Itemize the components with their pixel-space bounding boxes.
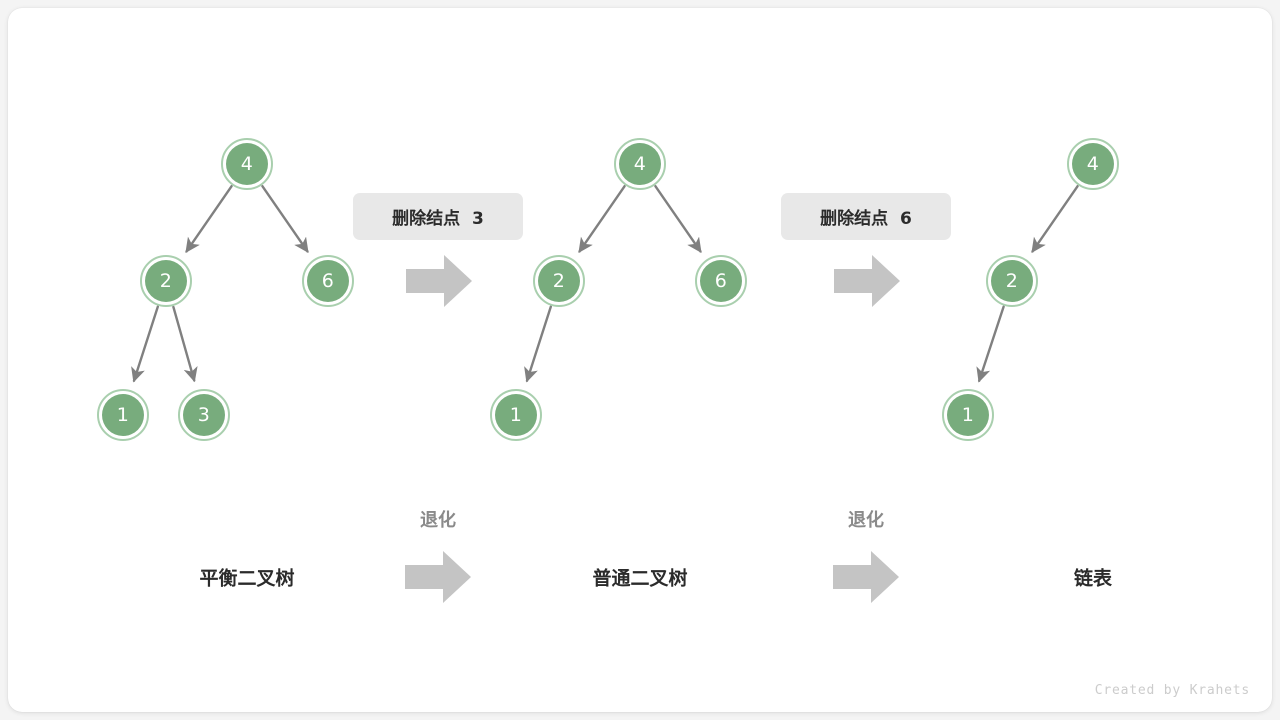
tree-node-linkedlist-2: 2 [986, 255, 1038, 307]
tree-edge-o4-to-o6 [654, 184, 702, 253]
tree-edge-b2-to-b3 [172, 305, 198, 383]
tree-node-disc: 3 [183, 394, 225, 436]
tree-edge-b4-to-b6 [261, 184, 309, 253]
tree-edge-o4-to-o2 [578, 184, 626, 253]
tree-node-disc: 2 [538, 260, 580, 302]
tree-node-value: 1 [961, 403, 975, 426]
tree-node-value: 1 [116, 403, 130, 426]
tree-edge-b4-to-b2 [185, 184, 233, 253]
degrade-1: 退化 [420, 510, 456, 531]
tree-node-disc: 6 [307, 260, 349, 302]
watermark: Created by Krahets [1094, 683, 1250, 698]
tree-node-value: 3 [197, 403, 211, 426]
tree-node-value: 6 [714, 269, 728, 292]
tree-node-disc: 2 [991, 260, 1033, 302]
tree-node-disc: 2 [145, 260, 187, 302]
degrade-2: 退化 [848, 510, 884, 531]
tree-edge-b2-to-b1 [131, 305, 160, 383]
tree-node-value: 1 [509, 403, 523, 426]
tree-node-balanced-4: 4 [221, 138, 273, 190]
tree-node-disc: 6 [700, 260, 742, 302]
tree-node-value: 4 [240, 152, 254, 175]
operation-label: 删除结点 6 [820, 209, 912, 229]
tree-node-ordinary-6: 6 [695, 255, 747, 307]
arrow-top-1 [406, 254, 472, 308]
tree-edge-l4-to-l2 [1031, 184, 1079, 253]
tree-edge-o2-to-o1 [524, 305, 552, 383]
tree-node-disc: 4 [226, 143, 268, 185]
tree-edge-l2-to-l1 [976, 305, 1005, 383]
tree-node-linkedlist-1: 1 [942, 389, 994, 441]
tree-node-value: 2 [1005, 269, 1019, 292]
arrow-bottom-2 [833, 550, 899, 604]
tree-node-balanced-6: 6 [302, 255, 354, 307]
tree-node-value: 4 [1086, 152, 1100, 175]
tree-edges-layer [131, 184, 1079, 383]
tree-node-value: 2 [552, 269, 566, 292]
tree-node-balanced-1: 1 [97, 389, 149, 441]
tree-node-value: 2 [159, 269, 173, 292]
arrow-bottom-1 [405, 550, 471, 604]
figure-stage: 4 2 6 1 3 4 2 6 1 4 2 1 删除结点 3 删除结点 6 退化 退化平衡二叉树 普通二叉树… [8, 8, 1272, 712]
tree-node-disc: 1 [947, 394, 989, 436]
tree-node-balanced-2: 2 [140, 255, 192, 307]
caption-balanced: 平衡二叉树 [199, 567, 295, 590]
tree-node-disc: 4 [619, 143, 661, 185]
tree-node-value: 4 [633, 152, 647, 175]
arrow-top-2 [834, 254, 900, 308]
operation-label: 删除结点 3 [392, 209, 484, 229]
tree-node-disc: 1 [102, 394, 144, 436]
tree-node-disc: 1 [495, 394, 537, 436]
caption-ordinary: 普通二叉树 [592, 567, 688, 590]
caption-linkedlist: 链表 [1073, 567, 1113, 590]
tree-node-ordinary-2: 2 [533, 255, 585, 307]
tree-node-disc: 4 [1072, 143, 1114, 185]
tree-node-linkedlist-4: 4 [1067, 138, 1119, 190]
tree-node-balanced-3: 3 [178, 389, 230, 441]
op-delete-3: 删除结点 3 [353, 193, 523, 240]
tree-node-value: 6 [321, 269, 335, 292]
figure-card: 4 2 6 1 3 4 2 6 1 4 2 1 删除结点 3 删除结点 6 退化 退化平衡二叉树 普通二叉树… [8, 8, 1272, 712]
tree-node-ordinary-1: 1 [490, 389, 542, 441]
tree-node-ordinary-4: 4 [614, 138, 666, 190]
op-delete-6: 删除结点 6 [781, 193, 951, 240]
